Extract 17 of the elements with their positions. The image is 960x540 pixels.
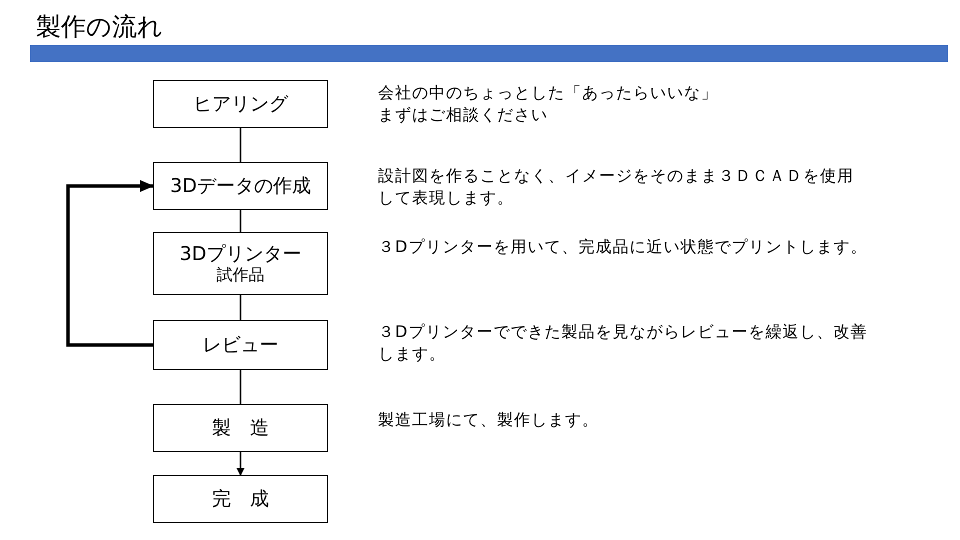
step-description: ３Dプリンターでできた製品を見ながらレビューを繰返し、改善します。	[378, 321, 868, 365]
connector-line	[240, 370, 242, 404]
step-description: ３Dプリンターを用いて、完成品に近い状態でプリントします。	[378, 236, 868, 258]
connector-line	[240, 295, 242, 320]
step-description: 製造工場にて、製作します。	[378, 409, 600, 431]
step-box: 製 造	[153, 404, 328, 452]
step-box: 3Dデータの作成	[153, 162, 328, 210]
connector-line	[240, 210, 242, 232]
step-description: 設計図を作ることなく、イメージをそのまま３ＤＣＡＤを使用して表現します。	[378, 165, 855, 209]
feedback-arrow	[66, 180, 154, 347]
step-box: レビュー	[153, 320, 328, 370]
connector-line	[240, 128, 242, 162]
step-box: ヒアリング	[153, 80, 328, 128]
step-box: 3Dプリンター 試作品	[153, 232, 328, 295]
step-description: 会社の中のちょっとした「あったらいいな」まずはご相談ください	[378, 82, 719, 126]
arrow	[236, 452, 244, 476]
step-box: 完 成	[153, 475, 328, 523]
